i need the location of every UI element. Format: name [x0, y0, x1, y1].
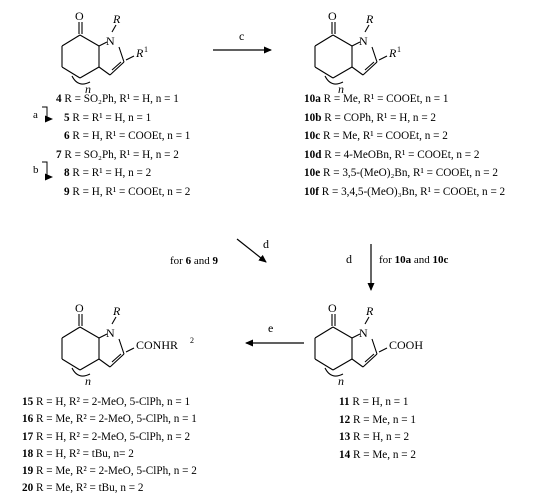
carbonyl-o-label-2: O [328, 9, 337, 23]
for-6-and-9-note: for 6 and 9 [170, 255, 218, 267]
r1-label: R [135, 46, 144, 60]
compound-item: 12 R = Me, n = 1 [339, 413, 416, 426]
r1-superscript-2: 1 [397, 45, 401, 54]
reagent-c-label: c [239, 29, 244, 43]
ring-n-label: n [85, 82, 91, 96]
pyrrole-n-label: N [106, 34, 115, 48]
compound-item: 9 R = H, R¹ = COOEt, n = 2 [64, 185, 191, 198]
compound-item: 10a R = Me, R¹ = COOEt, n = 1 [304, 93, 449, 105]
compound-item: 14 R = Me, n = 2 [339, 448, 416, 461]
compound-item: 10b R = COPh, R¹ = H, n = 2 [304, 111, 437, 124]
carbonyl-o-label-4: O [75, 301, 84, 315]
pyrrole-n-label-3: N [359, 326, 368, 340]
structure-indolone-amide [61, 314, 135, 377]
arrow-d-diagonal [236, 238, 267, 263]
arrow-a [42, 106, 53, 123]
compound-item: 4 R = SO₂Ph, R¹ = H, n = 1 [56, 93, 179, 105]
compound-item: 20 R = Me, R² = tBu, n = 2 [22, 482, 144, 495]
compound-item: 17 R = H, R² = 2-MeO, 5-ClPh, n = 2 [22, 430, 191, 443]
conhr-superscript: 2 [190, 336, 194, 345]
r1-superscript: 1 [144, 45, 148, 54]
r-label-3: R [365, 304, 374, 318]
r-label: R [112, 12, 121, 26]
r-label-2: R [365, 12, 374, 26]
compound-item: 10e R = 3,5-(MeO)₂Bn, R¹ = COOEt, n = 2 [304, 167, 498, 180]
pyrrole-n-label-4: N [106, 326, 115, 340]
r-label-4: R [112, 304, 121, 318]
conhr-label: CONHR [136, 338, 178, 352]
compound-item: 16 R = Me, R² = 2-MeO, 5-ClPh, n = 1 [22, 413, 197, 426]
compound-item: 5 R = R¹ = H, n = 1 [64, 111, 152, 124]
compound-item: 10d R = 4-MeOBn, R¹ = COOEt, n = 2 [304, 148, 480, 161]
compound-item: 7 R = SO₂Ph, R¹ = H, n = 2 [56, 148, 179, 161]
compound-item: 8 R = R¹ = H, n = 2 [64, 167, 152, 180]
compound-item: 11 R = H, n = 1 [339, 396, 409, 408]
structure-indolone-acid [314, 314, 388, 377]
compound-item: 10f R = 3,4,5-(MeO)₃Bn, R¹ = COOEt, n = … [304, 185, 506, 198]
compound-item: 18 R = H, R² = tBu, n= 2 [22, 447, 134, 460]
compound-item: 6 R = H, R¹ = COOEt, n = 1 [64, 130, 191, 143]
reagent-d-top-label: d [263, 237, 269, 251]
ring-n-label-3: n [338, 374, 344, 388]
pyrrole-n-label-2: N [359, 34, 368, 48]
for-10a-and-10c-note: for 10a and 10c [379, 254, 448, 266]
compound-item: 15 R = H, R² = 2-MeO, 5-ClPh, n = 1 [22, 396, 191, 408]
cooh-label: COOH [389, 338, 423, 352]
carbonyl-o-label-3: O [328, 301, 337, 315]
compound-item: 13 R = H, n = 2 [339, 431, 410, 443]
arrow-b [42, 161, 53, 181]
compound-list-right-top: 10a R = Me, R¹ = COOEt, n = 1 10b R = CO… [304, 90, 505, 202]
structure-indolone-ester [61, 22, 135, 85]
compound-item: 19 R = Me, R² = 2-MeO, 5-ClPh, n = 2 [22, 465, 197, 478]
reagent-e-label: e [268, 321, 273, 335]
compound-list-left-bottom: 15 R = H, R² = 2-MeO, 5-ClPh, n = 1 16 R… [22, 394, 197, 498]
r1-label-2: R [388, 46, 397, 60]
structure-indolone-alkylated [314, 22, 388, 85]
ring-n-label-2: n [338, 82, 344, 96]
compound-list-right-bottom: 11 R = H, n = 1 12 R = Me, n = 1 13 R = … [339, 394, 416, 464]
compound-list-left-top: 4 R = SO₂Ph, R¹ = H, n = 1 5 R = R¹ = H,… [56, 90, 190, 202]
reagent-a-label: a [33, 109, 38, 121]
reagent-b-label: b [33, 164, 39, 176]
reagent-d-right-label: d [346, 252, 352, 266]
carbonyl-o-label: O [75, 9, 84, 23]
compound-item: 10c R = Me, R¹ = COOEt, n = 2 [304, 130, 448, 143]
ring-n-label-4: n [85, 374, 91, 388]
